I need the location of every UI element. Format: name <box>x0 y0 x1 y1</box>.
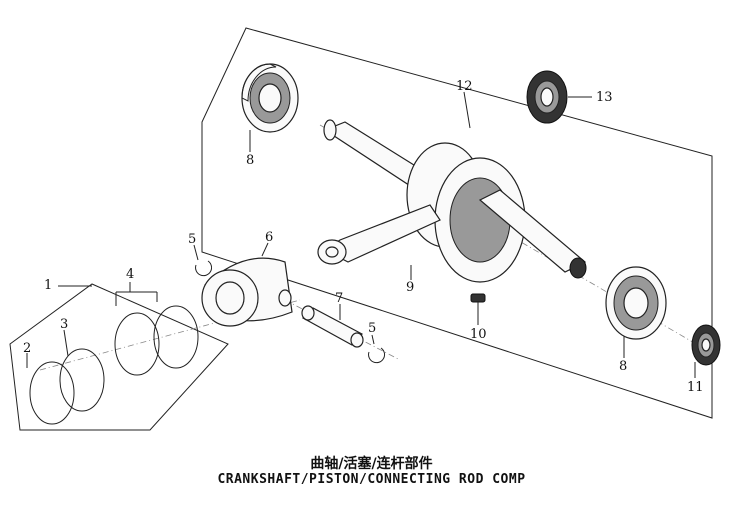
circlip-upper <box>195 260 212 277</box>
piston-rings <box>29 305 199 425</box>
connecting-rod <box>317 204 441 265</box>
callout-10: 10 <box>470 327 487 342</box>
callout-12: 12 <box>456 79 473 94</box>
circlip-lower <box>368 347 385 364</box>
callout-1: 1 <box>44 278 52 293</box>
gear-13 <box>526 70 568 124</box>
sprocket-11 <box>691 324 721 366</box>
callout-2: 2 <box>23 341 31 356</box>
bearing-right <box>605 266 667 340</box>
piston-pin <box>301 305 364 348</box>
callout-13: 13 <box>596 90 613 105</box>
title-english: CRANKSHAFT/PISTON/CONNECTING ROD COMP <box>217 472 526 487</box>
title-chinese: 曲轴/活塞/连杆部件 <box>310 456 433 472</box>
callout-5-upper: 5 <box>188 232 196 247</box>
pin-axis-line <box>284 299 401 361</box>
crankshaft-group-outline <box>201 27 713 419</box>
crankshaft <box>323 119 587 283</box>
callout-8-right: 8 <box>619 359 627 374</box>
callout-5-lower: 5 <box>368 321 376 336</box>
callout-7: 7 <box>335 291 343 306</box>
callout-8-left: 8 <box>246 153 254 168</box>
piston <box>201 257 293 327</box>
bearing-left <box>241 63 299 133</box>
callout-9: 9 <box>406 280 414 295</box>
leader-lines <box>26 91 696 378</box>
callout-4: 4 <box>126 267 134 282</box>
piston-ring-group-outline <box>9 283 229 431</box>
callout-3: 3 <box>60 317 68 332</box>
callout-6: 6 <box>265 230 273 245</box>
woodruff-key <box>470 293 486 303</box>
callout-11: 11 <box>687 380 704 395</box>
